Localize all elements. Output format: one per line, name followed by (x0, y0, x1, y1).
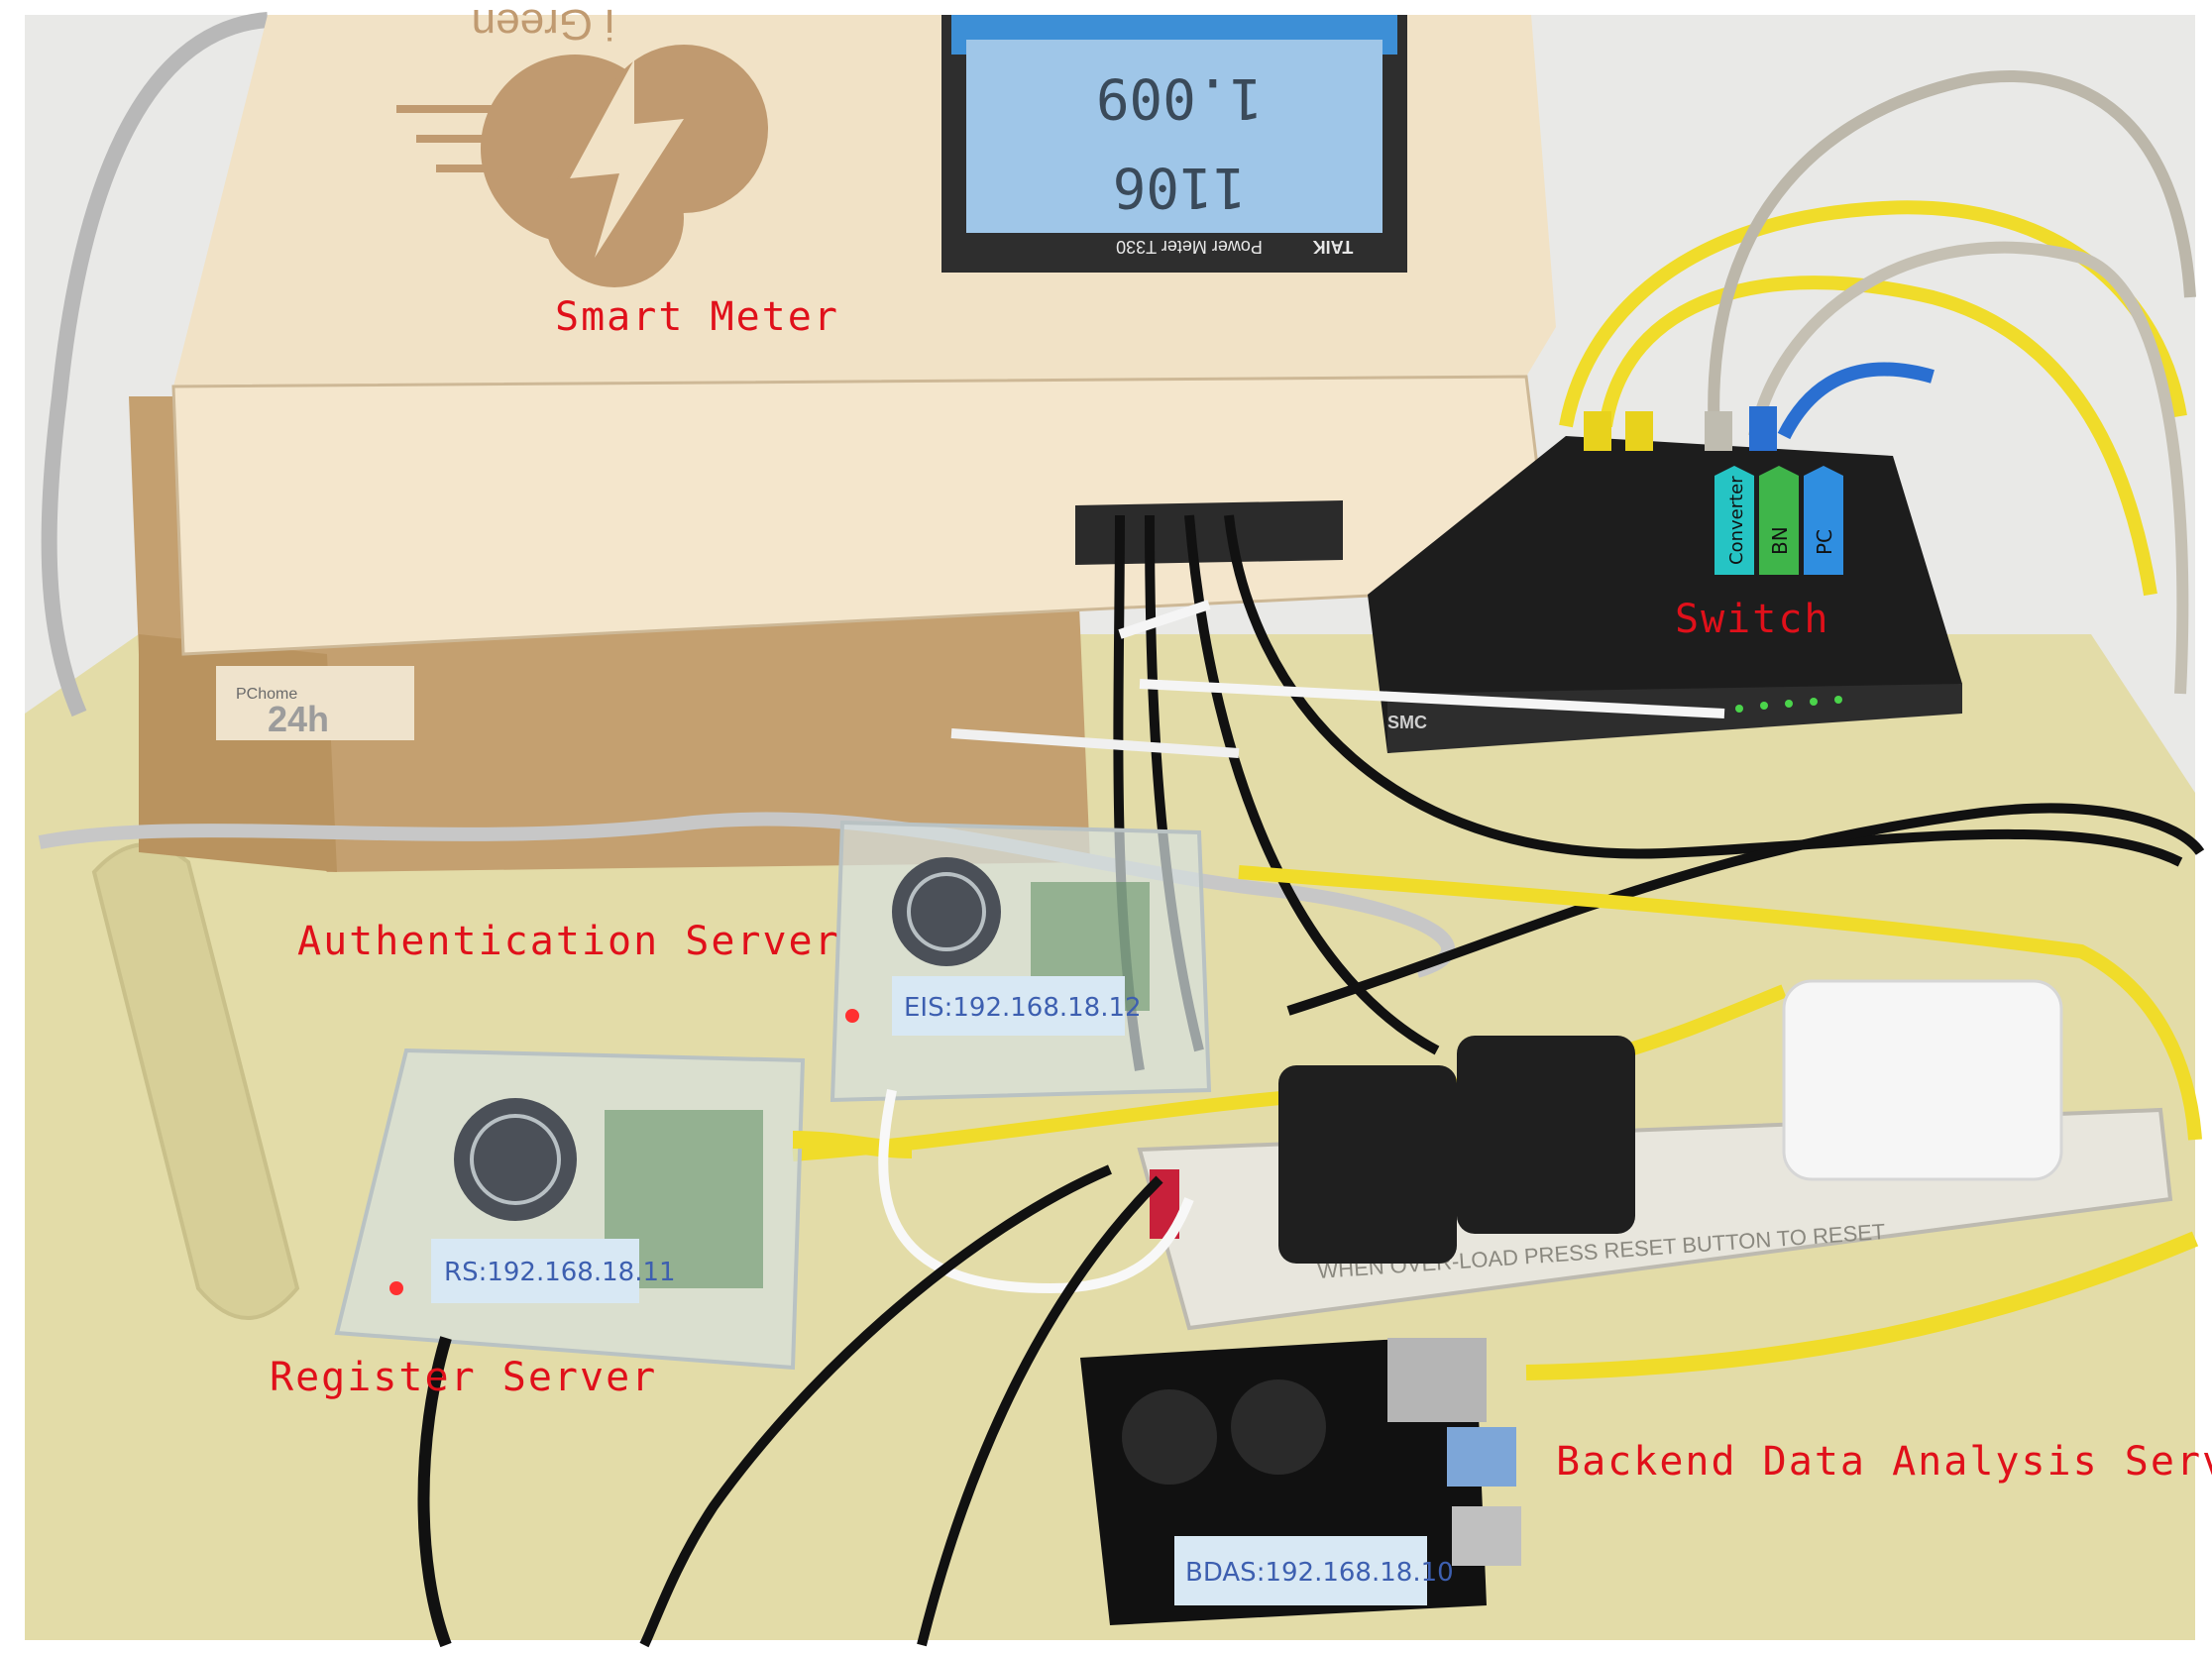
ethernet-cable-gray-2 (1748, 241, 2189, 695)
label-smart-meter: Smart Meter (555, 294, 839, 340)
switch-tag-pc: PC (1813, 529, 1836, 555)
label-authentication-server: Authentication Server (297, 919, 840, 964)
ethernet-cable-blue (1777, 362, 1935, 440)
black-cable-3 (1184, 514, 1440, 1055)
green-logo: i Green (396, 0, 768, 287)
network-switch: SMC Converter BN PC (1368, 406, 1962, 753)
label-backend-server: Backend Data Analysis Server (1556, 1439, 2212, 1485)
ethernet-cable-yellow-2 (1599, 276, 2157, 597)
switch-tag-bn: BN (1768, 526, 1792, 555)
box-sticker: PChome 24h (216, 666, 414, 740)
table-handle-slot (91, 842, 300, 1320)
power-adapter-white (1782, 979, 2063, 1181)
switch-tags: Converter BN PC (1714, 466, 1843, 575)
label-register-server: Register Server (270, 1355, 658, 1400)
white-cable (878, 1089, 1194, 1294)
usb-c-cable-register (417, 1336, 452, 1648)
ethernet-cable-yellow-bottom (1525, 1231, 2199, 1380)
power-adapter-1 (1278, 1065, 1457, 1264)
power-adapter-2 (1457, 1036, 1635, 1234)
backend-server-device: BDAS:192.168.18.10 (1080, 1338, 1521, 1625)
switch-tag-converter: Converter (1726, 476, 1747, 565)
rs-ip-tag: RS:192.168.18.11 (444, 1258, 676, 1287)
cable-tie-3 (1118, 600, 1211, 639)
bdas-ip-tag: BDAS:192.168.18.10 (1185, 1558, 1454, 1588)
black-cable-4 (1224, 514, 2183, 867)
meter-brand: TAIK (1313, 237, 1354, 257)
sticker-24h: 24h (268, 699, 329, 739)
black-cable-bottom (639, 1164, 1112, 1648)
ethernet-cable-yellow-right (1238, 865, 2202, 1141)
black-cable-5 (1286, 803, 2205, 1016)
logo-text: i Green (472, 0, 614, 49)
register-server-device: RS:192.168.18.11 (334, 1047, 806, 1371)
switch-brand: SMC (1387, 713, 1427, 732)
meter-reading-bottom: 1106 (1113, 155, 1247, 219)
label-switch: Switch (1675, 597, 1830, 642)
cable-tie (1139, 679, 1725, 718)
cable-tie-2 (950, 728, 1240, 758)
ethernet-cable-gray-1 (1708, 69, 2196, 437)
eis-ip-tag: EIS:192.168.18.12 (904, 993, 1142, 1023)
power-meter: 1.009 1106 Power Meter T330 TAIK (941, 15, 1407, 273)
wooden-box-opening (1075, 500, 1343, 565)
meter-model: Power Meter T330 (1116, 237, 1263, 257)
black-cable-bottom-2 (917, 1175, 1163, 1647)
usb-cable-gray (41, 12, 269, 717)
yellow-patch-register (792, 1131, 913, 1158)
meter-reading-top: 1.009 (1096, 65, 1264, 130)
authentication-server-device: EIS:192.168.18.12 (830, 820, 1212, 1103)
sticker-brand: PChome (236, 686, 297, 703)
